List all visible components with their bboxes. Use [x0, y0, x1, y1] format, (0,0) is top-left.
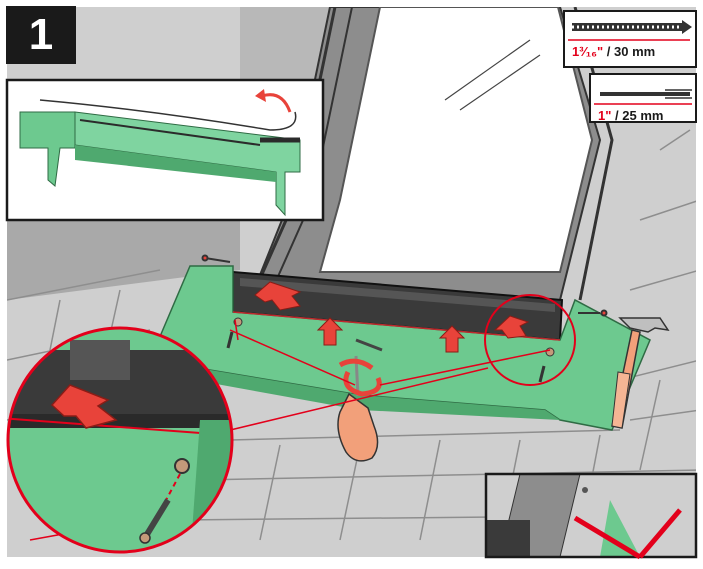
detail-inset	[7, 80, 323, 220]
nail-size-separator: /	[611, 108, 622, 123]
screw-hole	[175, 459, 189, 473]
screw-size-label: 1³⁄₁₆" / 30 mm	[572, 44, 655, 59]
step-number-badge: 1	[6, 6, 76, 64]
nail-size-label: 1" / 25 mm	[598, 108, 663, 123]
screw-size-fraction: 1³⁄₁₆"	[572, 44, 603, 59]
incorrect-inset	[486, 474, 696, 557]
nail-size-metric: 25 mm	[622, 108, 663, 123]
screw-size-metric: 30 mm	[614, 44, 655, 59]
screw-size-separator: /	[603, 44, 614, 59]
nail-size-fraction: 1"	[598, 108, 611, 123]
